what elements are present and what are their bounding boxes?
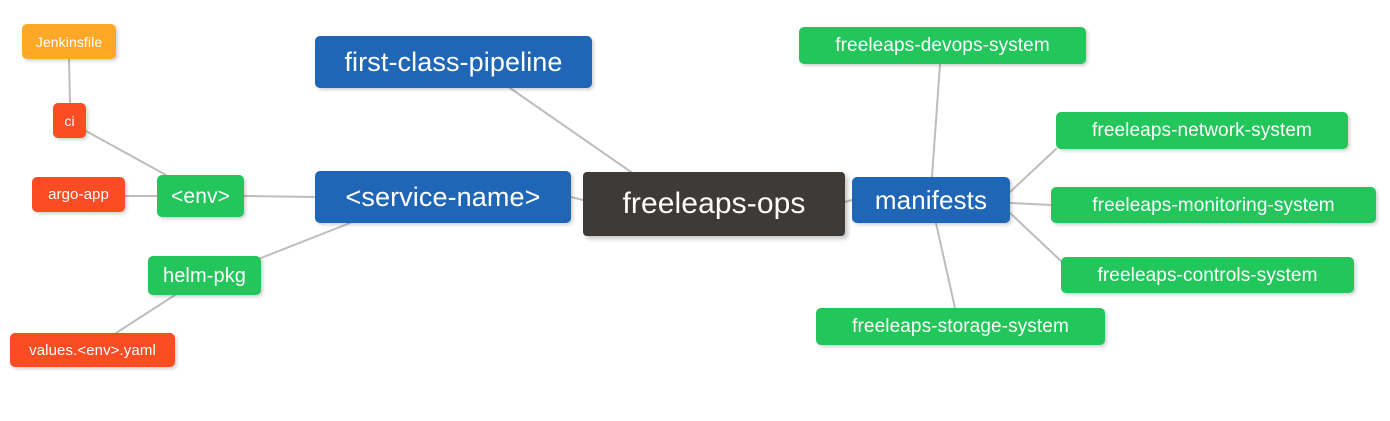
edge-env-to-service-name: [243, 195, 316, 198]
node-values-yaml[interactable]: values.<env>.yaml: [10, 333, 175, 367]
edge-ci-to-env: [85, 130, 167, 176]
node-devops-system[interactable]: freeleaps-devops-system: [799, 27, 1086, 64]
edge-jenkinsfile-to-ci: [68, 58, 71, 104]
edge-service-name-to-freeleaps-ops: [570, 196, 584, 201]
node-argo-app[interactable]: argo-app: [32, 177, 125, 212]
node-monitoring-system[interactable]: freeleaps-monitoring-system: [1051, 187, 1376, 223]
node-controls-system[interactable]: freeleaps-controls-system: [1061, 257, 1354, 293]
node-ci[interactable]: ci: [53, 103, 86, 138]
edge-network-system-to-manifests: [1009, 148, 1057, 193]
edge-devops-system-to-manifests: [931, 63, 941, 178]
edge-values-yaml-to-helm-pkg: [115, 294, 176, 334]
edge-storage-system-to-manifests: [935, 222, 956, 309]
edge-monitoring-system-to-manifests: [1009, 202, 1052, 206]
node-network-system[interactable]: freeleaps-network-system: [1056, 112, 1348, 149]
edge-first-class-pipeline-to-freeleaps-ops: [509, 87, 632, 173]
edge-helm-pkg-to-service-name: [260, 222, 351, 259]
node-freeleaps-ops[interactable]: freeleaps-ops: [583, 172, 845, 236]
node-helm-pkg[interactable]: helm-pkg: [148, 256, 261, 295]
node-manifests[interactable]: manifests: [852, 177, 1010, 223]
node-jenkinsfile[interactable]: Jenkinsfile: [22, 24, 116, 59]
node-env[interactable]: <env>: [157, 175, 244, 217]
node-service-name[interactable]: <service-name>: [315, 171, 571, 223]
edge-freeleaps-ops-to-manifests: [844, 199, 853, 203]
node-first-class-pipeline[interactable]: first-class-pipeline: [315, 36, 592, 88]
node-storage-system[interactable]: freeleaps-storage-system: [816, 308, 1105, 345]
